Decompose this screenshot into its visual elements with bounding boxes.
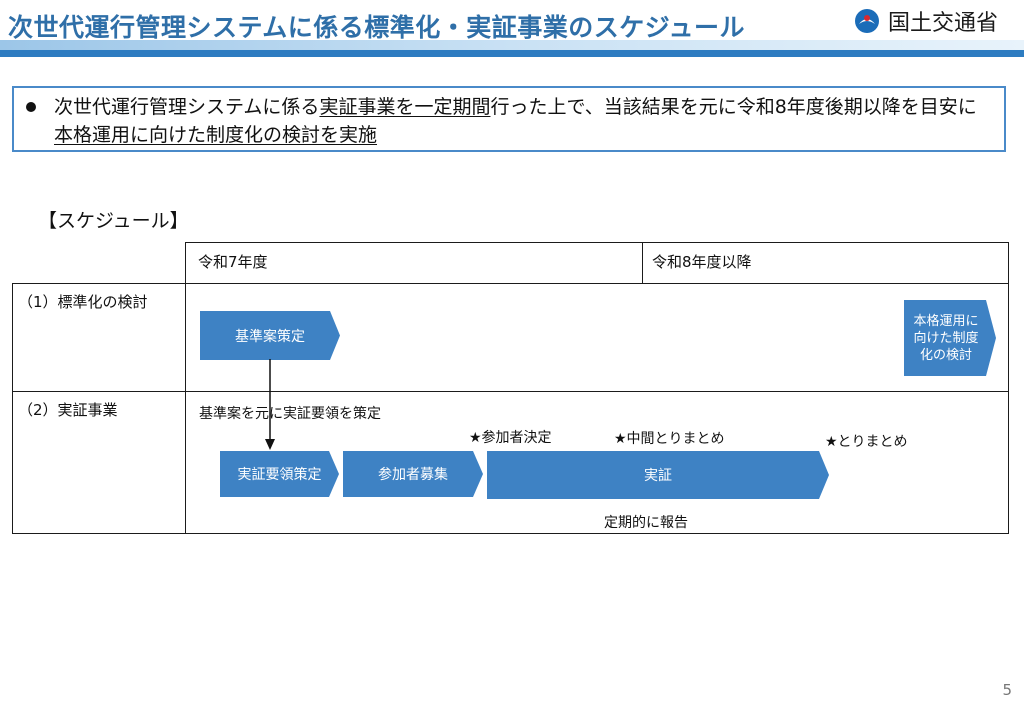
bar-participant-recruitment: 参加者募集: [343, 451, 483, 497]
ministry-name: 国土交通省: [888, 11, 999, 36]
bullet-icon: [26, 102, 36, 112]
connector-arrow: [265, 359, 275, 450]
periodic-report-note: 定期的に報告: [604, 515, 688, 531]
page-number: 5: [1002, 681, 1012, 699]
row-label-standardization: （1）標準化の検討: [18, 293, 148, 311]
column-fy2026-later: 令和8年度以降: [652, 253, 752, 271]
summary-text: 次世代運行管理システムに係る実証事業を一定期間行った上で、当該結果を元に令和8年…: [54, 96, 977, 146]
milestone-participants-decided: ★参加者決定: [469, 430, 552, 446]
slide-title: 次世代運行管理システムに係る標準化・実証事業のスケジュール: [8, 13, 746, 42]
title-underline: [0, 40, 1024, 57]
underlined-pilot-period: 実証事業を一定期間: [319, 96, 491, 118]
underlined-institutionalization: 本格運用に向けた制度化の検討を実施: [54, 124, 378, 146]
bar-standard-draft: 基準案策定: [200, 311, 340, 360]
row-label-pilot: （2）実証事業: [18, 401, 118, 419]
milestone-final-summary: ★とりまとめ: [825, 434, 908, 450]
milestone-interim-summary: ★中間とりまとめ: [614, 431, 725, 447]
bar-pilot-execution: 実証: [487, 451, 829, 499]
ministry-logo: 国土交通省: [854, 6, 998, 36]
row-content-cell-2: [185, 391, 1009, 534]
bar-pilot-guideline: 実証要領策定: [220, 451, 339, 497]
note-guideline-basis: 基準案を元に実証要領を策定: [199, 406, 381, 422]
schedule-heading: 【スケジュール】: [38, 210, 189, 232]
column-fy2025: 令和7年度: [198, 253, 268, 271]
bar-institutionalization: 本格運用に向けた制度化の検討: [904, 300, 996, 376]
mlit-logo-icon: [855, 9, 879, 33]
summary-box: 次世代運行管理システムに係る実証事業を一定期間行った上で、当該結果を元に令和8年…: [12, 86, 1006, 152]
